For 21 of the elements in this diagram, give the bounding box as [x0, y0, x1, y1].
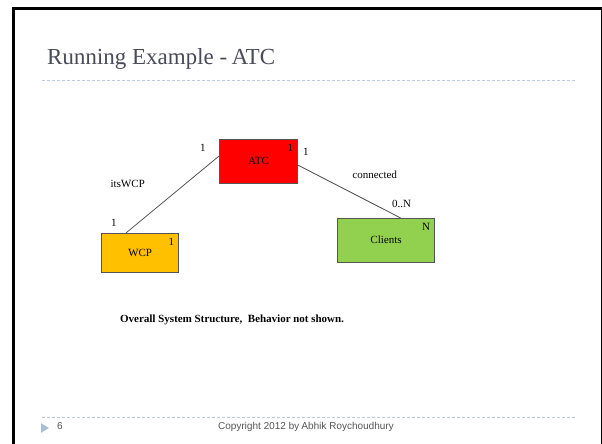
note-text: Overall System Structure, Behavior not shown. [120, 314, 344, 325]
edge-label: itsWCP [110, 178, 145, 190]
class-name: WCP [128, 248, 152, 258]
class-box [101, 233, 179, 273]
edge-label: connected [352, 170, 397, 181]
multiplicity: 1 [111, 218, 116, 229]
multiplicity: N [422, 222, 430, 233]
multiplicity: 1 [288, 143, 293, 154]
connector-line [298, 164, 402, 218]
slide-title: Running Example - ATC [47, 45, 276, 68]
class-name: Clients [370, 235, 402, 246]
connector-line [126, 156, 220, 234]
class-box [219, 139, 298, 184]
multiplicity: 1 [303, 147, 308, 158]
page-number: 6 [57, 422, 63, 432]
multiplicity: 1 [168, 237, 174, 248]
class-box [337, 218, 435, 263]
class-name: ATC [248, 156, 269, 167]
copyright-text: Copyright 2012 by Abhik Roychoudhury [218, 422, 394, 432]
multiplicity: 1 [200, 143, 206, 154]
multiplicity: 0..N [392, 199, 411, 210]
